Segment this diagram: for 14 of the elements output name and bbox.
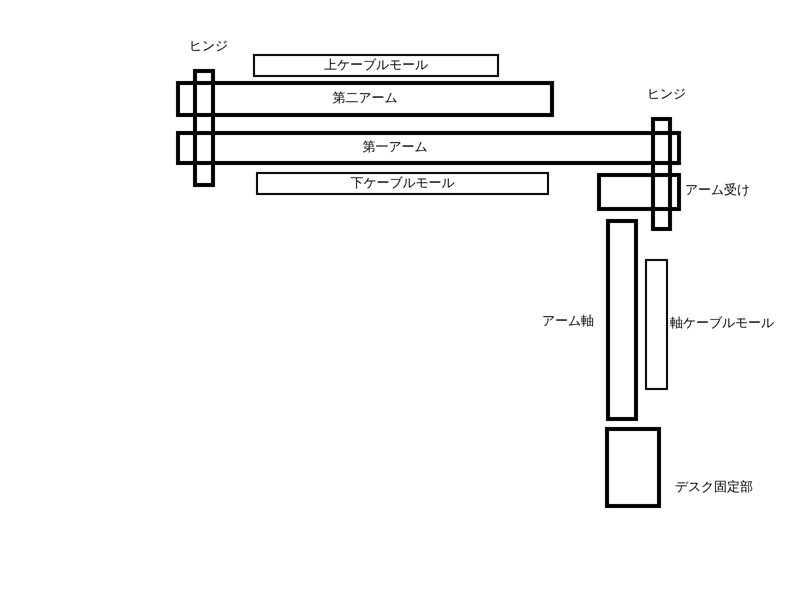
part-label: デスク固定部 (675, 480, 753, 496)
part-label: 軸ケーブルモール (670, 316, 774, 332)
part-label: 第一アーム (362, 140, 428, 156)
part-label: 第二アーム (332, 91, 398, 107)
cable-cover (256, 172, 549, 195)
part-label: 上ケーブルモール (324, 58, 428, 74)
part-label: ヒンジ (189, 39, 228, 55)
arm-bar (176, 131, 681, 165)
cable-cover (253, 54, 499, 77)
part-label: アーム軸 (542, 314, 594, 330)
part-label: アーム受け (685, 183, 750, 199)
part-label: ヒンジ (647, 87, 686, 103)
part-label: 下ケーブルモール (350, 176, 454, 192)
arm-bar (176, 81, 554, 117)
